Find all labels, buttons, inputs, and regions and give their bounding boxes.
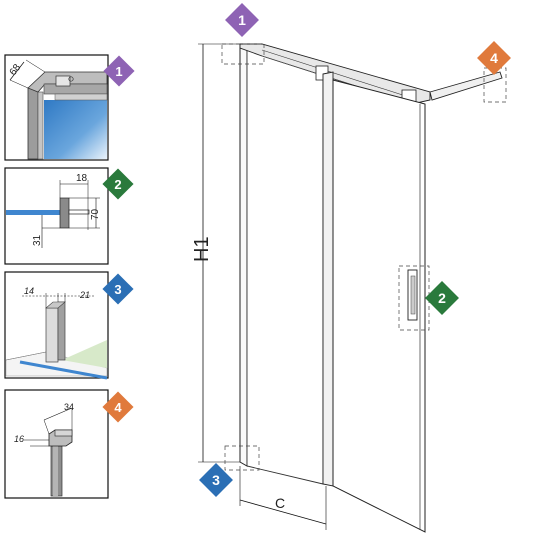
detail-1-screw bbox=[68, 76, 74, 82]
detail-panel-1: 68 bbox=[4, 54, 109, 161]
door-handle-grip bbox=[410, 275, 416, 315]
main-badge-1-shape bbox=[225, 3, 259, 37]
badge-4-label: 4 bbox=[114, 400, 122, 415]
detail-panel-3: 14 21 bbox=[4, 271, 109, 380]
detail-4-clamp-top bbox=[54, 429, 73, 437]
badge-2-shape bbox=[102, 168, 134, 200]
side-badge-4: 4 bbox=[102, 391, 134, 423]
height-dimension-label: H1 bbox=[191, 236, 213, 262]
width-dimension-line bbox=[239, 499, 327, 525]
detail-3-profile bbox=[45, 307, 59, 363]
sliding-glass-door bbox=[332, 79, 426, 533]
main-badge-1-label: 1 bbox=[238, 12, 246, 28]
detail-1-dim-line bbox=[9, 61, 25, 81]
top-rail bbox=[239, 43, 431, 105]
detail-1-dim-ext-b bbox=[25, 59, 46, 73]
stabilizer-bar bbox=[429, 71, 503, 101]
side-badge-1: 1 bbox=[103, 55, 135, 87]
badge-1-label: 1 bbox=[115, 64, 122, 79]
detail-4-bar-highlight bbox=[53, 446, 58, 496]
detail-4-dim-top-label: 34 bbox=[64, 402, 74, 412]
detail-4-dim-left-label: 16 bbox=[14, 434, 24, 444]
detail-panel-2: 18 70 31 bbox=[4, 167, 109, 265]
detail-2-frame bbox=[4, 167, 109, 265]
fixed-glass-panel bbox=[246, 45, 324, 485]
main-badge-4-label: 4 bbox=[490, 50, 498, 66]
detail-1-wall-profile bbox=[27, 87, 39, 160]
detail-1-rail-front bbox=[43, 83, 108, 95]
detail-2-dim-low-label: 31 bbox=[32, 234, 43, 246]
detail-2-glass bbox=[6, 210, 64, 215]
detail-3-floor-green bbox=[62, 340, 107, 368]
main-badge-2-label: 2 bbox=[438, 290, 446, 306]
callout-box-1 bbox=[221, 43, 265, 65]
callout-box-3 bbox=[224, 445, 260, 471]
top-rail-line bbox=[261, 49, 413, 99]
detail-1-rail-bottom bbox=[54, 93, 108, 101]
badge-3-label: 3 bbox=[114, 282, 121, 297]
main-badge-3-shape bbox=[199, 463, 233, 497]
badge-3-shape bbox=[102, 273, 134, 305]
badge-4-shape bbox=[102, 391, 134, 423]
detail-1-hanger bbox=[55, 75, 71, 87]
detail-3-seal-strip bbox=[19, 360, 108, 380]
detail-4-dim-top-line bbox=[43, 407, 73, 421]
detail-2-dim-top-label: 18 bbox=[76, 173, 88, 184]
detail-3-wall-line bbox=[5, 351, 47, 361]
detail-2-handle-bar bbox=[68, 209, 90, 215]
main-door-drawing: H1 C 1 bbox=[191, 3, 511, 533]
width-dimension-label: C bbox=[275, 495, 285, 511]
main-badge-2: 2 bbox=[425, 281, 459, 315]
detail-2-handle bbox=[59, 197, 70, 229]
detail-3-dim-left-label: 14 bbox=[24, 286, 34, 296]
detail-1-glass bbox=[44, 100, 107, 159]
detail-4-dim-top-ext-a bbox=[43, 419, 50, 435]
detail-panel-4: 34 16 bbox=[4, 389, 109, 499]
side-badge-2: 2 bbox=[102, 168, 134, 200]
main-badge-3: 3 bbox=[199, 463, 233, 497]
detail-2-dim-side-label: 70 bbox=[90, 208, 101, 220]
side-badge-3: 3 bbox=[102, 273, 134, 305]
detail-1-profile-inner bbox=[37, 91, 44, 160]
sliding-door-edge bbox=[322, 71, 334, 487]
badge-1-shape bbox=[103, 55, 135, 87]
fixed-panel-profile bbox=[239, 43, 248, 467]
detail-3-dim-right-label: 21 bbox=[79, 290, 90, 300]
main-badge-3-label: 3 bbox=[212, 472, 220, 488]
callout-box-2 bbox=[398, 265, 430, 331]
detail-3-profile-side bbox=[57, 301, 66, 361]
detail-1-dim-ext-a bbox=[9, 79, 29, 89]
main-badge-2-shape bbox=[425, 281, 459, 315]
main-badge-1: 1 bbox=[225, 3, 259, 37]
badge-2-label: 2 bbox=[114, 177, 121, 192]
